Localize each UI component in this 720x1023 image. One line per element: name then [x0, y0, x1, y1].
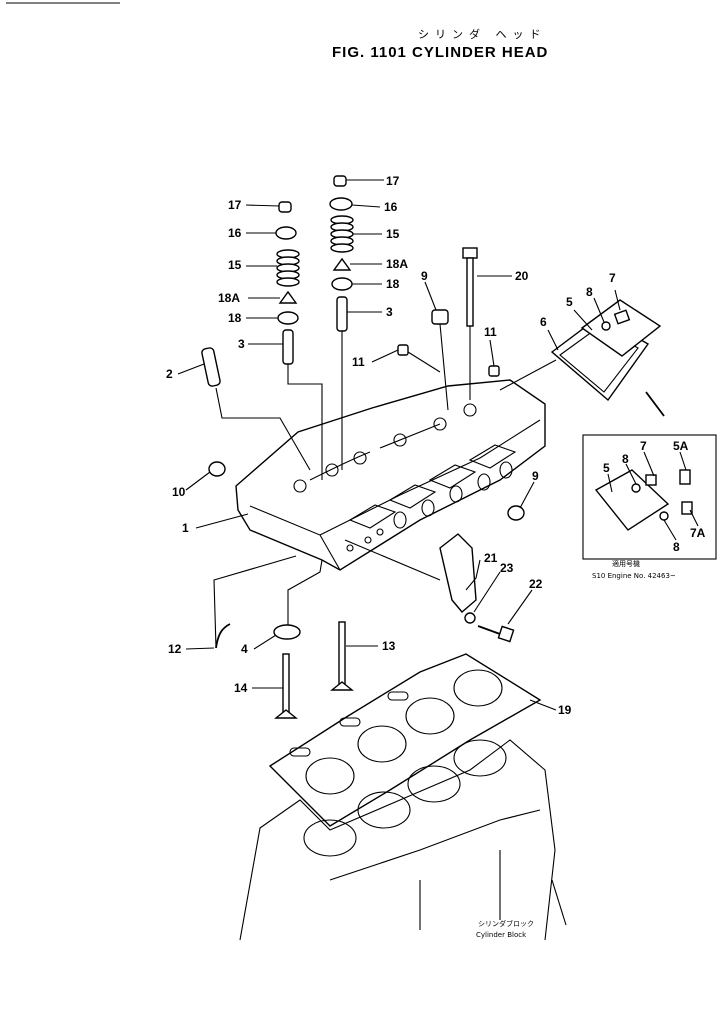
plug-11-right	[488, 365, 500, 377]
callout-7-inset: 7	[640, 439, 647, 453]
valve-stack-left	[201, 201, 300, 387]
leader-lines	[177, 179, 699, 926]
callout-20: 20	[515, 269, 529, 283]
callout-8: 8	[586, 285, 593, 299]
valve-guide-3	[282, 329, 294, 365]
callout-8-inset-b: 8	[673, 540, 680, 554]
spring-seat-18b	[331, 277, 353, 291]
inset-bolt-7a	[681, 501, 693, 515]
callout-18: 18	[228, 311, 242, 325]
callout-21: 21	[484, 551, 498, 565]
callout-11: 11	[352, 355, 365, 369]
cylinder-block	[239, 739, 556, 941]
callout-7a: 7A	[690, 526, 706, 540]
cover-5	[580, 299, 662, 357]
callout-2: 2	[166, 367, 173, 381]
block-caption-en: Cylinder Block	[476, 931, 527, 939]
block-caption-jp: シリンダブロック	[478, 919, 534, 928]
callout-11b: 11	[484, 325, 497, 339]
callout-18a-b: 18A	[386, 257, 408, 271]
bolt-22	[477, 625, 515, 643]
washer-23	[464, 612, 476, 624]
plug-9	[431, 309, 449, 325]
callout-12: 12	[168, 642, 182, 656]
title-japanese: シリンダ ヘッド	[418, 28, 547, 41]
callout-8-inset: 8	[622, 452, 629, 466]
valve-spring-15	[276, 249, 300, 287]
callout-16: 16	[228, 226, 242, 240]
callout-22: 22	[529, 577, 543, 591]
bracket-21	[439, 533, 477, 613]
valve-spring-15b	[330, 215, 354, 253]
callout-3b: 3	[386, 305, 393, 319]
callout-14: 14	[234, 681, 248, 695]
callout-5a: 5A	[673, 439, 689, 453]
callout-23: 23	[500, 561, 514, 575]
callout-13: 13	[382, 639, 396, 653]
callout-18a: 18A	[218, 291, 240, 305]
callout-9: 9	[421, 269, 428, 283]
bolt-7	[613, 309, 631, 325]
inset-washer-8	[631, 483, 641, 493]
spring-retainer-16	[275, 226, 297, 240]
head-gasket-19	[268, 653, 542, 827]
head-bolt-20	[462, 247, 478, 327]
callout-10: 10	[172, 485, 186, 499]
figure-title: FIG. 1101 CYLINDER HEAD	[332, 44, 549, 61]
valve-seal-18a-b	[332, 257, 352, 271]
valve-guide-3b	[336, 296, 348, 332]
callout-5: 5	[566, 295, 573, 309]
plug-11-left	[397, 344, 409, 356]
inset-bolt-7	[645, 474, 657, 486]
seal-4	[273, 624, 301, 640]
callout-1: 1	[182, 521, 189, 535]
callout-5-inset: 5	[603, 461, 610, 475]
valve-13	[330, 621, 354, 691]
valve-cotter-17	[278, 201, 292, 213]
spring-seat-18	[277, 311, 299, 325]
callout-3: 3	[238, 337, 245, 351]
inset-bolt-5a	[679, 469, 691, 485]
valve-cotter-17b	[333, 175, 347, 187]
callout-18b: 18	[386, 277, 400, 291]
tube-2	[201, 347, 221, 387]
callout-6: 6	[540, 315, 547, 329]
inset-note-en: S10 Engine No. 42463~	[592, 572, 676, 580]
valve-14	[274, 653, 298, 719]
valve-stack-center	[329, 175, 354, 332]
callout-16b: 16	[384, 200, 398, 214]
plug-9b	[507, 505, 525, 521]
valve-seal-18a	[278, 290, 298, 304]
spring-retainer-16b	[329, 197, 353, 211]
callout-15b: 15	[386, 227, 400, 241]
inset-note-jp: 適用号機	[612, 559, 640, 568]
pipe-12	[215, 623, 231, 649]
callout-labels: 17 16 15 18A 18 3 2 17 16 15 18A 18 3 9 …	[166, 174, 706, 717]
callout-7: 7	[609, 271, 616, 285]
inset-cover-5	[594, 469, 670, 531]
cover-assembly	[550, 299, 665, 417]
washer-8	[601, 321, 611, 331]
cylinder-head-1	[235, 379, 546, 571]
stud-bolt	[645, 391, 665, 417]
plug-10	[208, 461, 226, 477]
callout-4: 4	[241, 642, 248, 656]
callout-17b: 17	[386, 174, 400, 188]
callout-19: 19	[558, 703, 572, 717]
inset-panel	[582, 434, 717, 560]
callout-9b: 9	[532, 469, 539, 483]
callout-17: 17	[228, 198, 242, 212]
callout-15: 15	[228, 258, 242, 272]
inset-washer-8b	[659, 511, 669, 521]
